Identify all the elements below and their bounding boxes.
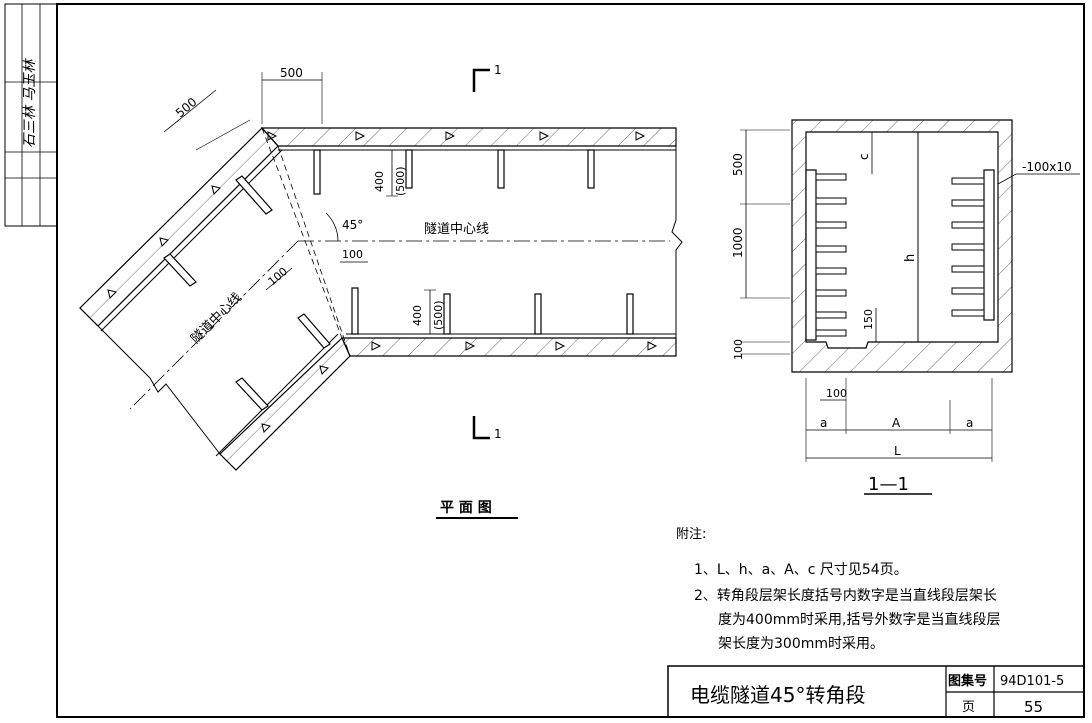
plan-dim-400-upper: 400 <box>373 171 386 192</box>
plan-dim-500-diag: 500 <box>173 95 200 120</box>
plan-section-mark-bottom-num: 1 <box>494 427 502 441</box>
title-block-page-number: 55 <box>1024 698 1043 716</box>
title-block <box>667 665 1085 718</box>
notes-line-4: 架长度为300mm时采用。 <box>718 636 884 652</box>
lower-brackets <box>351 287 634 335</box>
section-dim-a-right: a <box>966 416 973 430</box>
notes-line-3: 度为400mm时采用,括号外数字是当直线段层 <box>718 612 1001 628</box>
plan-dim-100-left: 100 <box>266 265 290 288</box>
section-dim-500: 500 <box>731 153 745 176</box>
section-dim-100-left: 100 <box>732 339 745 360</box>
section-plate-label: -100x10 <box>1022 160 1072 174</box>
diagonal-brackets <box>163 175 331 411</box>
section-dim-100-bottom: 100 <box>826 387 847 400</box>
section-dim-L: L <box>894 444 901 458</box>
plan-view <box>79 68 683 519</box>
upper-wall-right <box>260 127 677 147</box>
plan-dim-500-upper: (500) <box>394 166 407 196</box>
title-block-page-label: 页 <box>962 700 975 715</box>
plan-dim-500-top: 500 <box>280 66 303 80</box>
section-dim-h: h <box>903 254 918 262</box>
plan-dim-400-lower: 400 <box>411 305 424 326</box>
plan-centerline-label-left: 隧道中心线 <box>188 290 245 347</box>
section-concrete <box>791 119 1013 373</box>
plan-angle-label: 45° <box>342 218 363 232</box>
section-dim-c: c <box>857 153 871 160</box>
section-dim-A: A <box>892 416 901 430</box>
section-right-arms <box>951 177 985 317</box>
section-dim-a-left: a <box>820 416 827 430</box>
title-block-atlas-label: 图集号 <box>948 673 987 689</box>
lower-wall-right <box>341 337 677 357</box>
title-block-drawing-title: 电缆隧道45°转角段 <box>690 683 865 707</box>
section-mark-top <box>472 68 490 92</box>
plan-dim-100-right: 100 <box>342 248 363 261</box>
side-signature: 石三林 马玉林 <box>22 58 38 148</box>
section-view <box>740 119 1080 495</box>
lower-wall-diagonal <box>219 336 351 471</box>
plan-centerline-label-right: 隧道中心线 <box>424 221 489 237</box>
section-left-arms <box>815 173 847 337</box>
notes-line-1: 1、L、h、a、A、c 尺寸见54页。 <box>694 562 908 578</box>
section-dim-150: 150 <box>862 309 875 330</box>
section-mark-bottom <box>472 416 490 440</box>
section-dim-1000: 1000 <box>731 227 745 258</box>
upper-brackets <box>313 149 595 195</box>
title-block-atlas-number: 94D101-5 <box>1000 674 1064 689</box>
notes-line-2: 2、转角段层架长度括号内数字是当直线段层架长 <box>694 588 997 604</box>
plan-title: 平 面 图 <box>440 500 492 516</box>
plan-dim-500-lower: (500) <box>432 300 445 330</box>
side-stamp-block: 石三林 马玉林 <box>4 3 58 227</box>
outer-frame <box>56 3 1085 718</box>
notes-heading: 附注: <box>676 527 707 542</box>
plan-section-mark-top-num: 1 <box>494 63 502 77</box>
section-title: 1—1 <box>868 474 909 495</box>
centerline-diagonal <box>129 240 299 410</box>
